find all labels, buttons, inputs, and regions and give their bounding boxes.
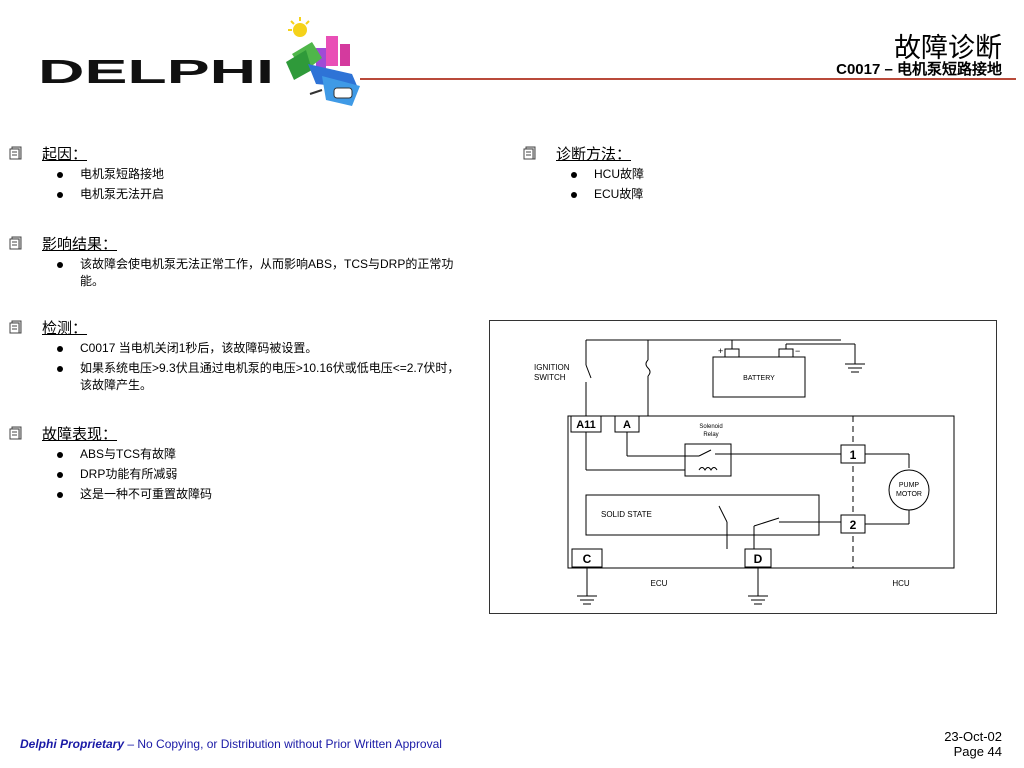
battery-minus: − <box>795 346 800 356</box>
battery <box>712 356 806 398</box>
fuse-icon <box>645 359 651 377</box>
footer-proprietary: Delphi Proprietary <box>20 737 125 751</box>
footer-notice-text: – No Copying, or Distribution without Pr… <box>124 737 442 751</box>
ground-icon <box>748 595 768 605</box>
note-pad-icon <box>9 236 22 250</box>
solenoid-relay <box>684 443 732 477</box>
list-item: 该故障会使电机泵无法正常工作，从而影响ABS，TCS与DRP的正常功能。 <box>0 256 470 290</box>
solid-state-switch <box>718 505 728 523</box>
list-item: HCU故障 <box>514 166 914 183</box>
list-item: 电机泵短路接地 <box>0 166 470 183</box>
footer-page: Page 44 <box>953 744 1002 759</box>
list-item: ABS与TCS有故障 <box>0 446 470 463</box>
section-detect: 检测： C0017 当电机关闭1秒后，该故障码被设置。 如果系统电压>9.3伏且… <box>0 316 470 397</box>
solid-state-label: SOLID STATE <box>601 510 652 519</box>
relay-contact <box>698 449 712 457</box>
section-symptom: 故障表现： ABS与TCS有故障 DRP功能有所减弱 这是一种不可重置故障码 <box>0 422 470 506</box>
ignition-switch-contact <box>585 364 592 379</box>
section-diagnosis: 诊断方法： HCU故障 ECU故障 <box>514 142 914 206</box>
footer-notice: Delphi Proprietary – No Copying, or Dist… <box>20 737 442 751</box>
pin-a11-label: A11 <box>576 419 596 431</box>
section-title: 故障表现： <box>42 424 118 443</box>
page-title: 故障诊断 <box>894 33 1002 64</box>
section-effect: 影响结果： 该故障会使电机泵无法正常工作，从而影响ABS，TCS与DRP的正常功… <box>0 232 470 293</box>
header-rule <box>360 78 1016 80</box>
ecu-label: ECU <box>651 579 668 588</box>
list-item: ECU故障 <box>514 186 914 203</box>
relay-coil-icon <box>698 467 718 471</box>
pin-2 <box>840 514 866 534</box>
list-item: 如果系统电压>9.3伏且通过电机泵的电压>10.16伏或低电压<=2.7伏时，该… <box>0 360 460 394</box>
list-item: C0017 当电机关闭1秒后，该故障码被设置。 <box>0 340 470 357</box>
footer-meta: 23-Oct-02 Page 44 <box>944 729 1002 759</box>
pin-c-label: C <box>583 552 592 566</box>
hcu-label: HCU <box>892 579 910 588</box>
section-cause: 起因： 电机泵短路接地 电机泵无法开启 <box>0 142 470 206</box>
ground-icon <box>845 363 865 373</box>
footer-date: 23-Oct-02 <box>944 729 1002 744</box>
ground-icon <box>577 595 597 605</box>
battery-plus: + <box>718 346 723 356</box>
city-emblem-icon <box>286 17 360 106</box>
module-outline <box>567 415 955 569</box>
note-pad-icon <box>9 146 22 160</box>
section-title: 影响结果： <box>42 234 118 253</box>
page-subtitle: C0017 – 电机泵短路接地 <box>836 61 1002 78</box>
pin-1-label: 1 <box>850 448 857 462</box>
delphi-logo: DELPHI <box>38 56 274 86</box>
list-item: 电机泵无法开启 <box>0 186 470 203</box>
svg-text:DELPHI: DELPHI <box>38 56 274 86</box>
battery-label: BATTERY <box>743 375 775 382</box>
list-item: DRP功能有所减弱 <box>0 466 470 483</box>
note-pad-icon <box>523 146 536 160</box>
section-title: 起因： <box>42 144 88 163</box>
note-pad-icon <box>9 320 22 334</box>
section-title: 检测： <box>42 318 88 337</box>
solid-state-block <box>585 494 820 536</box>
list-item: 这是一种不可重置故障码 <box>0 486 470 503</box>
pin-d-label: D <box>754 552 763 566</box>
motor-switch <box>753 517 780 527</box>
pin-2-label: 2 <box>850 518 857 532</box>
section-title: 诊断方法： <box>556 144 632 163</box>
note-pad-icon <box>9 426 22 440</box>
pin-a-label: A <box>623 419 631 431</box>
